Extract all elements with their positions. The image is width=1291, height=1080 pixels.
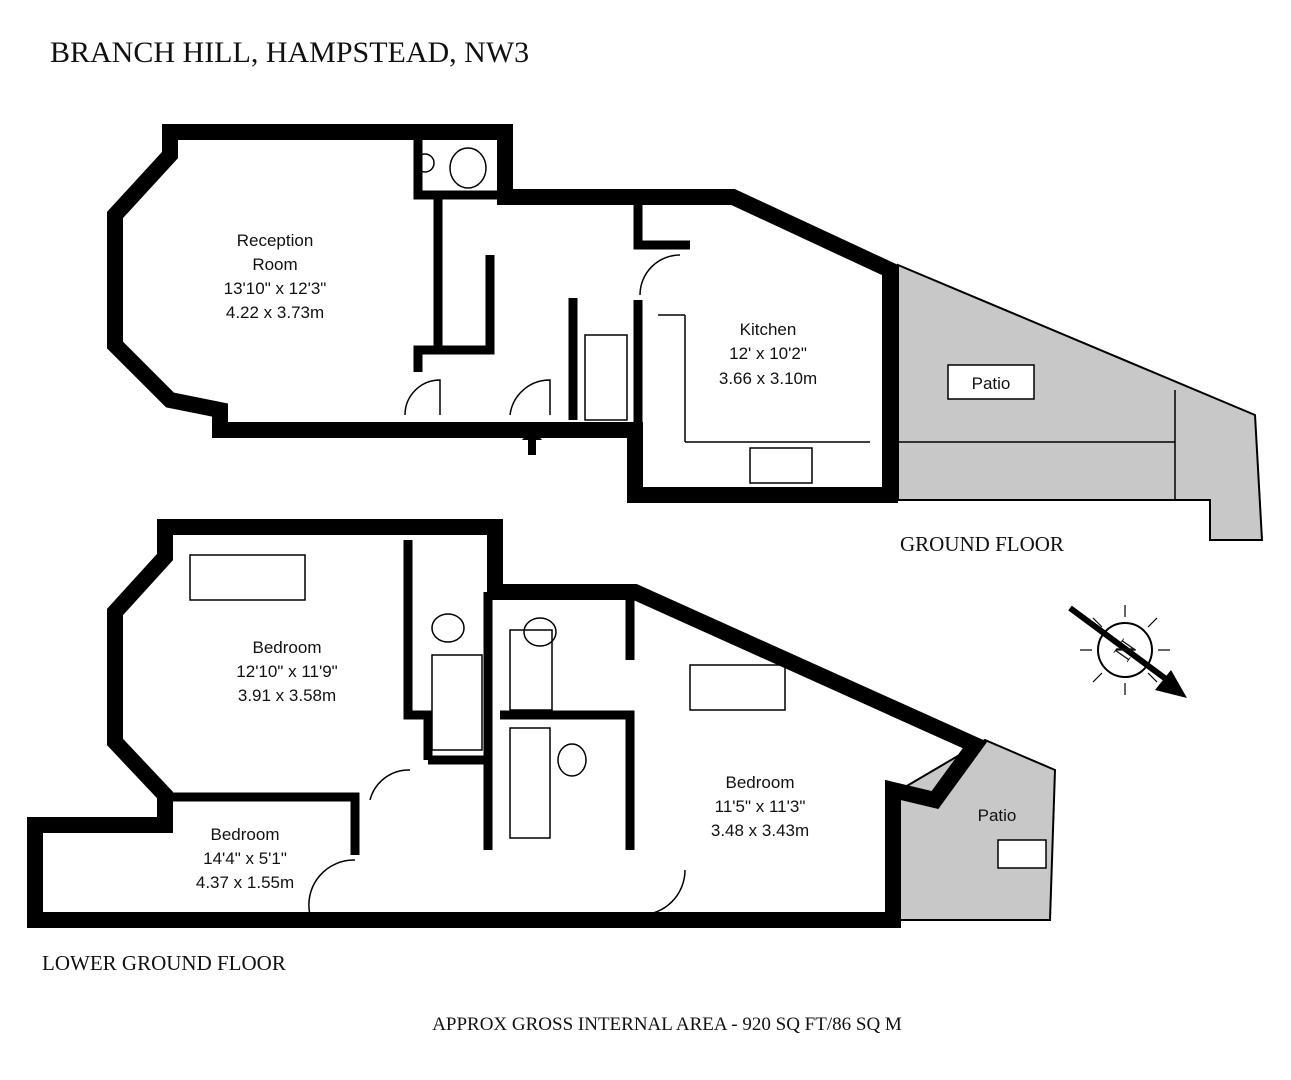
kitchen-metric: 3.66 x 3.10m <box>719 369 817 388</box>
lower-patio-area <box>899 738 1057 921</box>
reception-room-metric: 4.22 x 3.73m <box>226 303 324 322</box>
bedroom2-name: Bedroom <box>211 825 280 844</box>
north-compass-icon: N <box>1068 605 1187 698</box>
lower-ground-floor: Bedroom 12'10" x 11'9" 3.91 x 3.58m Bedr… <box>27 519 1057 975</box>
reception-room-imperial: 13'10" x 12'3" <box>224 279 327 298</box>
reception-room-name2: Room <box>252 255 297 274</box>
reception-room-name: Reception <box>237 231 314 250</box>
entrance-arrow-icon <box>522 428 542 455</box>
lower-patio-label: Patio <box>978 806 1017 825</box>
plan-title: BRANCH HILL, HAMPSTEAD, NW3 <box>50 36 529 69</box>
bedroom1-imperial: 12'10" x 11'9" <box>236 662 337 681</box>
bedroom1-name: Bedroom <box>253 638 322 657</box>
area-note: APPROX GROSS INTERNAL AREA - 920 SQ FT/8… <box>432 1014 902 1035</box>
ground-floor-label: GROUND FLOOR <box>900 532 1064 556</box>
lower-ground-floor-label: LOWER GROUND FLOOR <box>42 951 286 975</box>
bedroom1-metric: 3.91 x 3.58m <box>238 686 336 705</box>
kitchen-imperial: 12' x 10'2" <box>729 344 807 363</box>
bedroom2-imperial: 14'4" x 5'1" <box>203 849 287 868</box>
kitchen-name: Kitchen <box>740 320 797 339</box>
patio-area <box>897 263 1264 541</box>
bedroom3-name: Bedroom <box>726 773 795 792</box>
bedroom3-imperial: 11'5" x 11'3" <box>715 797 806 816</box>
bedroom3-metric: 3.48 x 3.43m <box>711 821 809 840</box>
bedroom2-metric: 4.37 x 1.55m <box>196 873 294 892</box>
ground-patio-label: Patio <box>972 374 1011 393</box>
ground-floor: Reception Room 13'10" x 12'3" 4.22 x 3.7… <box>107 124 1264 556</box>
